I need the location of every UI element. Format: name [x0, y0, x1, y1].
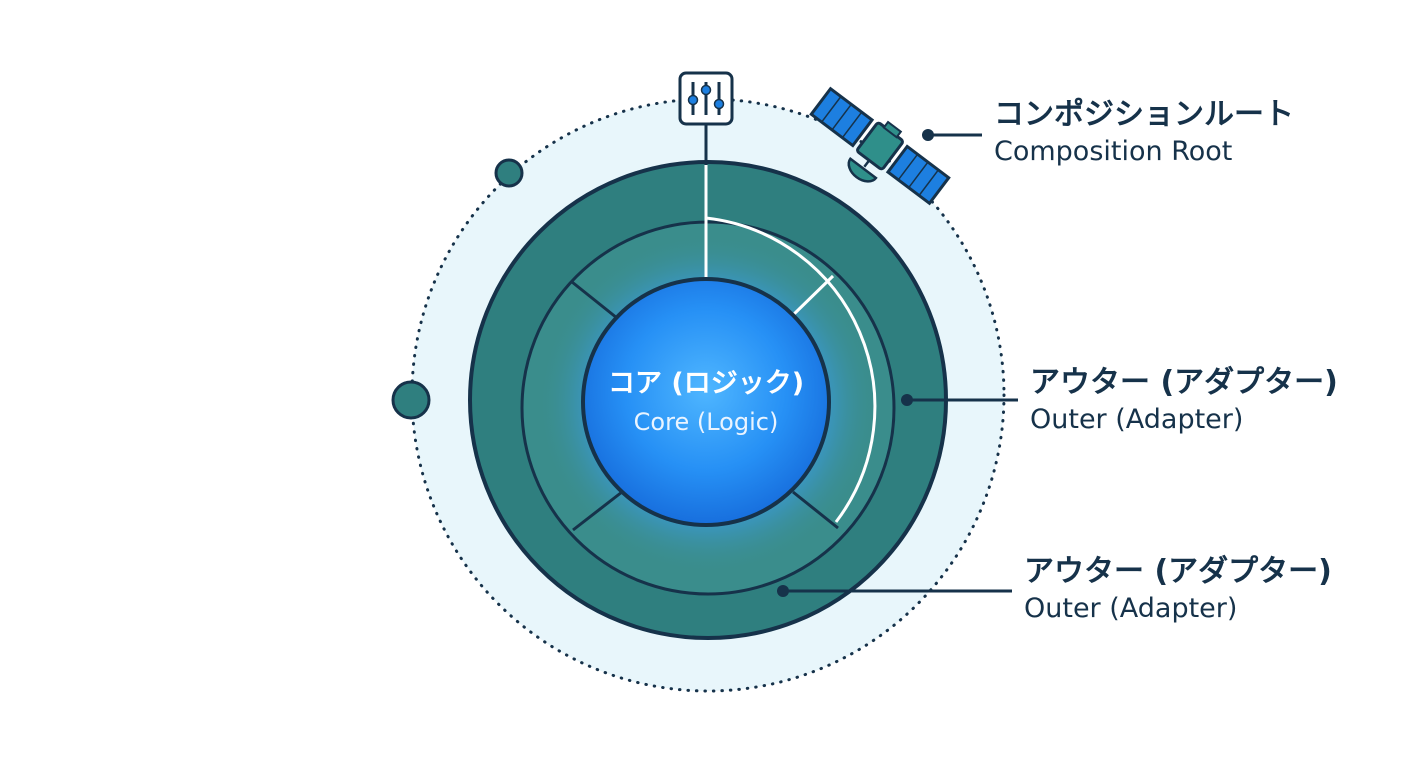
ring-separator: [792, 490, 839, 530]
outer-adapter-label-upper: アウター (アダプター) Outer (Adapter): [1030, 364, 1338, 438]
ring-separator: [571, 280, 623, 324]
sliders-icon: [678, 71, 734, 165]
ring-separator: [572, 490, 623, 532]
orbit-node: [494, 158, 524, 188]
orbit-node: [391, 380, 431, 420]
core-label-en: Core (Logic): [633, 408, 779, 436]
outer-adapter-label-upper-jp: アウター (アダプター): [1030, 365, 1338, 400]
composition-root-label-jp: コンポジションルート: [994, 97, 1294, 132]
leader-dot: [777, 585, 789, 597]
composition-root-label-en: Composition Root: [994, 136, 1233, 167]
composition-root-label: コンポジションルート Composition Root: [994, 96, 1294, 170]
outer-adapter-label-upper-en: Outer (Adapter): [1030, 404, 1244, 435]
leader-dot: [901, 394, 913, 406]
outer-adapter-label-lower-jp: アウター (アダプター): [1024, 554, 1332, 589]
core-label-jp: コア (ロジック): [607, 368, 805, 399]
outer-adapter-label-lower: アウター (アダプター) Outer (Adapter): [1024, 553, 1332, 627]
core-circle: [581, 277, 831, 527]
outer-adapter-label-lower-en: Outer (Adapter): [1024, 593, 1238, 624]
connector-line: [790, 274, 835, 318]
connector-arc: [705, 216, 877, 523]
leader-dot: [922, 129, 934, 141]
satellite-icon: [809, 86, 951, 206]
